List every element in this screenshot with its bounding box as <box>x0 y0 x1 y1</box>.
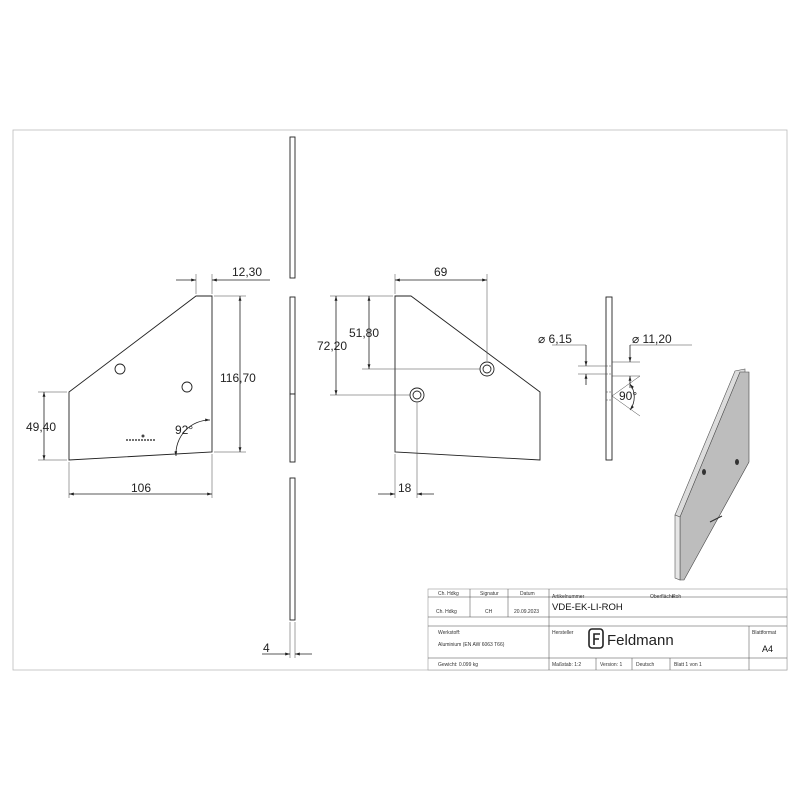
tb-article-number-value: VDE-EK-LI-ROH <box>552 602 623 613</box>
detail-section <box>605 296 613 461</box>
tb-weight: Gewicht: 0.099 kg <box>438 662 478 668</box>
dim-rear-hole1-height: 51,80 <box>349 326 379 340</box>
side-section-mid <box>289 296 296 395</box>
dim-hole-large-dia: ⌀ 11,20 <box>632 332 672 346</box>
iso-hole-2 <box>702 469 706 475</box>
feldmann-logo: Feldmann <box>588 628 674 649</box>
iso-logo-mark <box>709 515 723 523</box>
tb-header-signature: Signatur <box>480 591 499 597</box>
tb-sheet-format-value: A4 <box>762 644 773 654</box>
tb-surface-value: Roh <box>672 594 681 600</box>
dim-front-width: 106 <box>131 481 151 495</box>
dim-rear-width: 69 <box>434 265 448 279</box>
tb-date-value: 20.09.2023 <box>514 609 539 615</box>
iso-face <box>679 371 750 581</box>
tb-version: Version: 1 <box>600 662 622 668</box>
dim-thickness: 4 <box>263 641 270 655</box>
hole-detail-view: ⌀ 6,15 ⌀ 11,20 90° <box>538 296 692 461</box>
side-section-top <box>289 136 296 279</box>
dim-countersink-angle: 90° <box>619 389 637 403</box>
dim-front-angle: 92° <box>175 423 193 437</box>
front-view: 12,30 116,70 49,40 92° 106 <box>26 265 270 498</box>
side-section-lower <box>289 393 296 463</box>
dim-rear-hole-offset: 18 <box>398 481 412 495</box>
rear-view-outline <box>394 295 541 461</box>
tb-drawn-value: Ch. Hdkg <box>436 609 457 615</box>
tb-header-drawn: Ch. Hdkg <box>438 591 459 597</box>
tb-header-surface: Oberfläche: <box>650 594 676 600</box>
front-hole-1 <box>114 363 126 375</box>
tb-material-label: Werkstoff: <box>438 630 460 636</box>
tb-header-date: Datum <box>520 591 535 597</box>
isometric-view <box>674 368 750 581</box>
sheet-border <box>12 129 788 671</box>
tb-manufacturer-label: Hersteller <box>552 630 574 636</box>
tb-signature-value: CH <box>485 609 493 615</box>
tb-sheet-format-label: Blattformat <box>752 630 777 636</box>
dim-front-height: 116,70 <box>220 371 256 385</box>
title-block: Ch. Hdkg Signatur Datum Artikelnummer Ob… <box>427 588 788 671</box>
side-section-bottom <box>289 477 296 621</box>
dim-rear-hole2-height: 72,20 <box>317 339 347 353</box>
dim-front-left-height: 49,40 <box>26 420 56 434</box>
tb-material-value: Aluminium (EN AW 6063 T66) <box>438 642 505 648</box>
brand-name: Feldmann <box>607 632 674 649</box>
tb-sheet: Blatt 1 von 1 <box>674 662 702 668</box>
tb-header-article-number: Artikelnummer <box>552 594 585 600</box>
dim-front-top-width: 12,30 <box>232 265 262 279</box>
front-hole-2 <box>181 381 193 393</box>
side-view: 4 <box>262 136 312 658</box>
tb-language: Deutsch <box>636 662 655 668</box>
front-logo-mark <box>126 434 156 441</box>
rear-view: 69 51,80 72,20 18 <box>317 265 541 498</box>
dim-hole-small-dia: ⌀ 6,15 <box>538 332 572 346</box>
iso-hole-1 <box>735 459 739 465</box>
tb-scale: Maßstab: 1:2 <box>552 662 581 668</box>
